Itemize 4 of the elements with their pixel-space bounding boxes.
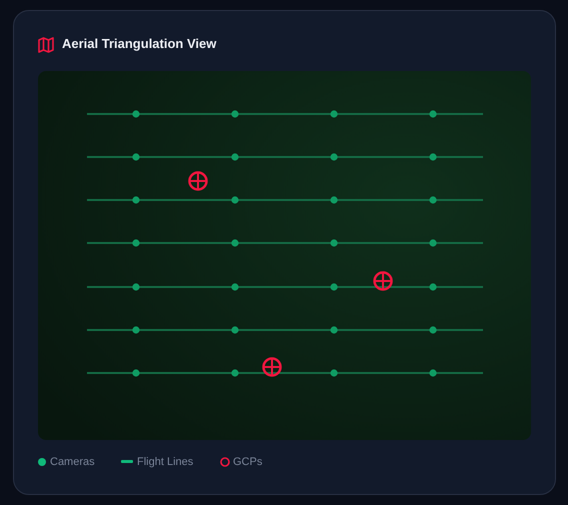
legend-label: Cameras bbox=[50, 455, 95, 469]
title-text: Aerial Triangulation View bbox=[62, 36, 216, 52]
legend-label: Flight Lines bbox=[137, 455, 194, 469]
legend-label: GCPs bbox=[233, 455, 262, 469]
